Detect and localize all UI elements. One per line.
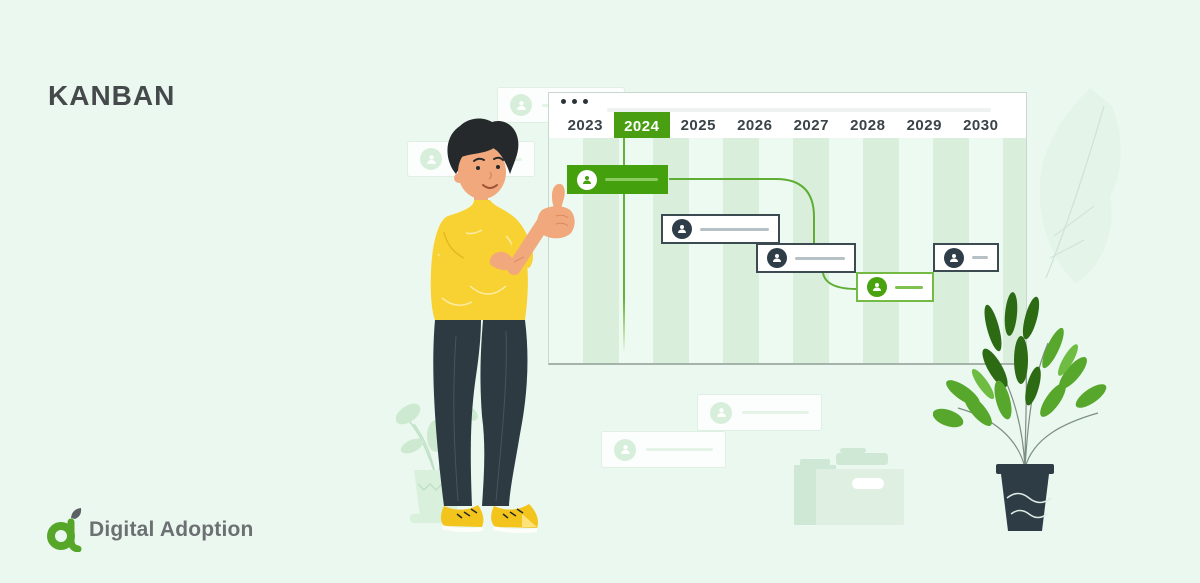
year-tab-2029[interactable]: 2029 (906, 117, 942, 134)
user-avatar-icon (710, 401, 732, 424)
year-tab-2024-selected[interactable]: 2024 (613, 112, 670, 140)
potted-plant (933, 292, 1107, 531)
task-text-placeholder (972, 256, 988, 259)
user-avatar-icon (867, 277, 887, 297)
task-card-3[interactable] (756, 243, 856, 273)
brand-logo: Digital Adoption (44, 508, 254, 552)
year-tab-2030[interactable]: 2030 (963, 117, 999, 134)
year-tabs: 2023 2024 2025 2026 2027 2028 2029 2030 (557, 112, 1009, 140)
year-tab-2027[interactable]: 2027 (793, 117, 829, 134)
year-tab-2025[interactable]: 2025 (680, 117, 716, 134)
task-text-placeholder (605, 178, 658, 181)
task-text-placeholder (895, 285, 923, 289)
user-avatar-icon (577, 169, 597, 190)
task-card-4-highlighted[interactable] (856, 272, 934, 302)
user-avatar-icon (510, 94, 532, 116)
year-tab-2026[interactable]: 2026 (737, 117, 773, 134)
user-avatar-icon (767, 248, 787, 268)
user-avatar-icon (614, 438, 636, 461)
brand-name: Digital Adoption (89, 518, 254, 541)
task-text-placeholder (795, 256, 845, 260)
task-text-placeholder (646, 448, 713, 451)
window-header-divider (607, 108, 991, 112)
faint-leaf-decoration (1039, 88, 1121, 284)
task-card-2[interactable] (661, 214, 780, 244)
digital-adoption-a-icon (47, 508, 82, 552)
file-folder-stack (794, 448, 904, 525)
year-tab-2028[interactable]: 2028 (850, 117, 886, 134)
task-card-5[interactable] (933, 243, 999, 272)
year-tab-2023[interactable]: 2023 (567, 117, 603, 134)
user-avatar-icon (420, 148, 442, 170)
task-card-1-active[interactable] (567, 165, 668, 194)
user-avatar-icon (944, 247, 964, 268)
ghost-task-card (601, 431, 726, 468)
current-year-marker-line (623, 138, 625, 353)
window-menu-dots-icon[interactable] (561, 99, 588, 104)
task-text-placeholder (700, 227, 769, 231)
person-illustration (430, 118, 575, 534)
page-title: KANBAN (48, 80, 176, 111)
task-text-placeholder (742, 411, 809, 414)
user-avatar-icon (672, 219, 692, 239)
ghost-task-card (697, 394, 822, 431)
